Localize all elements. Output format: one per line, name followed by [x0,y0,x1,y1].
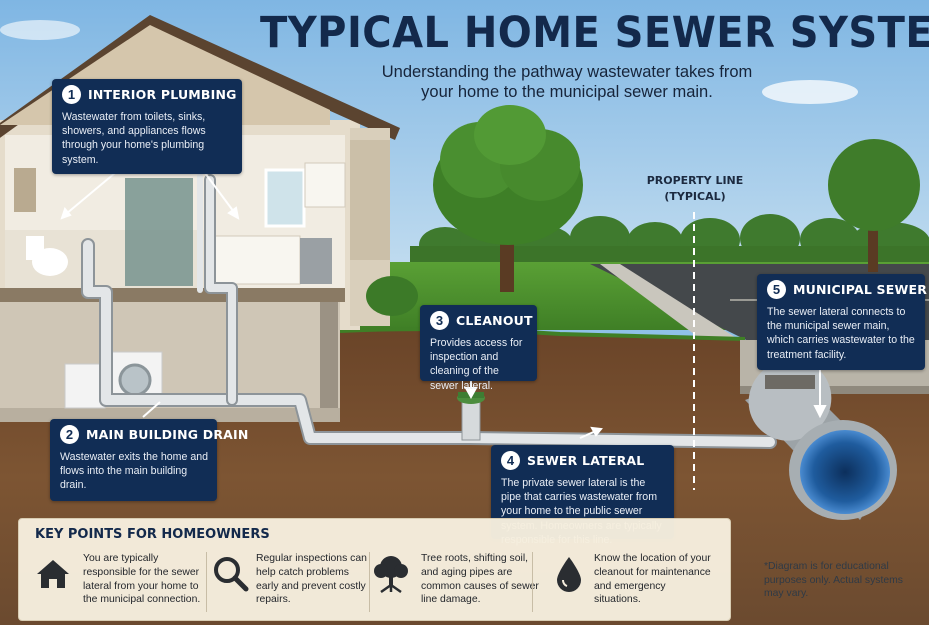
shrub [366,276,418,316]
key-point-text: Tree roots, shifting soil, and aging pip… [421,553,539,606]
front-tree [433,105,583,292]
callout-main-building-drain: 2 MAIN BUILDING DRAIN Wastewater exits t… [50,419,248,501]
property-line-label-main: PROPERTY LINE [646,174,744,187]
callout-title: INTERIOR PLUMBING [88,87,237,102]
water-drop-icon [557,557,581,592]
page-title: TYPICAL HOME SEWER SYSTEM [260,8,929,58]
step-number: 3 [430,311,449,330]
callout-title: MAIN BUILDING DRAIN [86,427,249,442]
plumbing-pipes [81,173,777,449]
callout-text: The sewer lateral connects to the munici… [767,306,915,361]
page-subtitle: Understanding the pathway wastewater tak… [381,63,753,101]
step-number: 4 [501,451,520,470]
key-point-item: You are typically responsible for the se… [33,552,201,618]
key-point-text: You are typically responsible for the se… [83,553,201,606]
sewer-main [745,359,897,520]
upper-cabinets [304,162,346,208]
property-line-label-sub: (TYPICAL) [664,190,726,203]
key-points-panel: KEY POINTS FOR HOMEOWNERS You are typica… [18,518,731,621]
disclaimer-note: *Diagram is for educational purposes onl… [764,561,903,599]
window [264,168,306,228]
shower-door [125,178,193,286]
dishwasher [300,238,332,284]
cloud [762,80,858,104]
house-icon [37,560,69,588]
step-number: 2 [60,425,79,444]
kitchen-cabinets [214,235,301,285]
callout-arrows [60,172,827,439]
bath-mirror [14,168,36,212]
key-point-item: Regular inspections can help catch probl… [211,552,371,618]
callout-cleanout: 3 CLEANOUT Provides access for inspectio… [420,305,537,392]
divider [369,552,370,612]
step-number: 5 [767,280,786,299]
callout-title: CLEANOUT [456,313,533,328]
property-line-label: PROPERTY LINE (TYPICAL) [645,173,745,205]
key-point-item: Know the location of your cleanout for m… [549,552,724,618]
utility-sink [64,363,106,409]
divider [206,552,207,612]
callout-title: MUNICIPAL SEWER MAIN [793,282,929,297]
callout-title: SEWER LATERAL [527,453,645,468]
key-point-text: Know the location of your cleanout for m… [594,553,711,606]
floor-slab [0,288,345,302]
tree-roots-icon [374,556,408,594]
step-number: 1 [62,85,81,104]
callout-text: Provides access for inspection and clean… [430,337,523,392]
callout-text: Wastewater from toilets, sinks, showers,… [62,111,206,166]
magnifier-icon [214,557,249,592]
callout-text: Wastewater exits the home and flows into… [60,451,208,492]
divider [532,552,533,612]
cloud [0,20,80,40]
key-point-text: Regular inspections can help catch probl… [256,553,367,606]
key-point-item: Tree roots, shifting soil, and aging pip… [371,552,539,618]
right-tree [828,139,920,272]
callout-interior-plumbing: 1 INTERIOR PLUMBING Wastewater from toil… [52,79,242,174]
key-points-title: KEY POINTS FOR HOMEOWNERS [35,527,270,542]
callout-municipal-sewer-main: 5 MUNICIPAL SEWER MAIN The sewer lateral… [757,274,929,370]
